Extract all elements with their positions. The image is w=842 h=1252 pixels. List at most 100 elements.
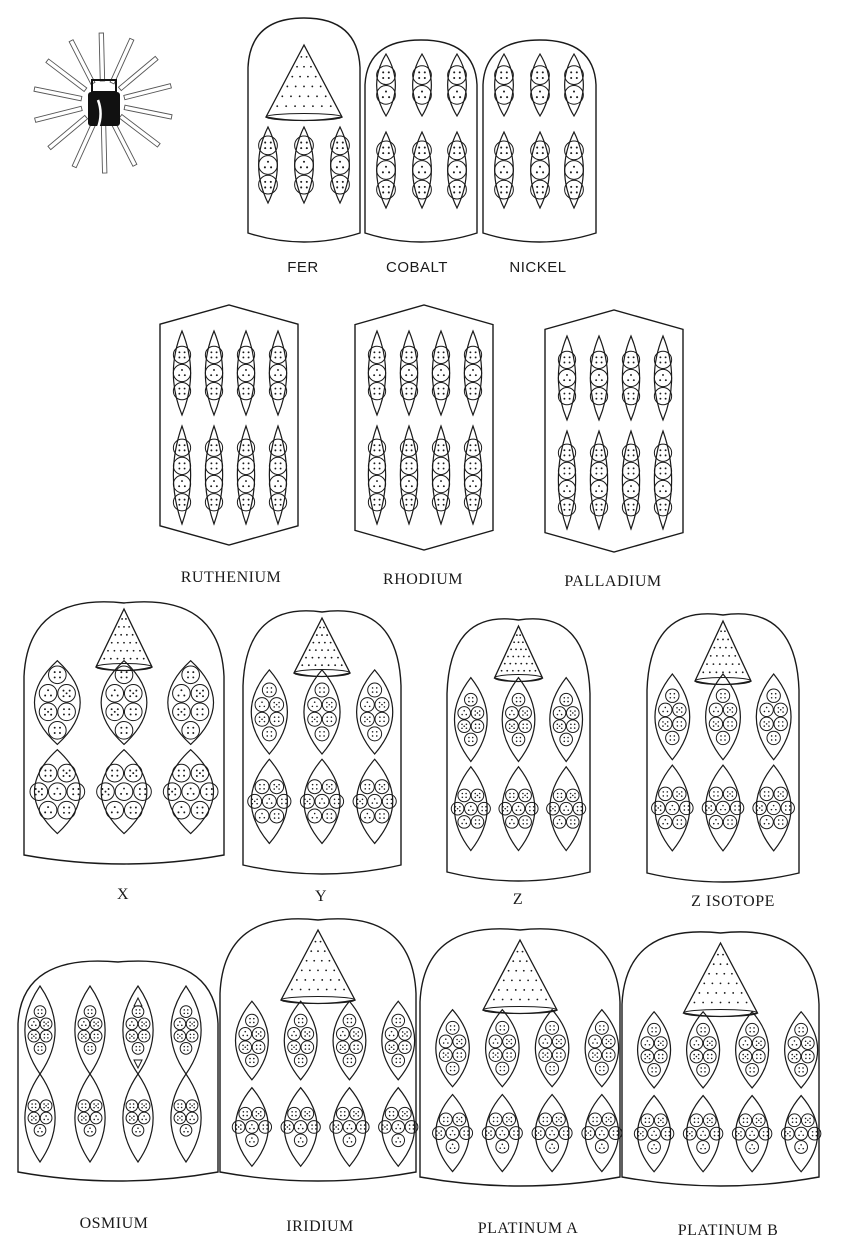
sphere-dot <box>598 1147 601 1150</box>
lens-group <box>236 329 256 417</box>
label-rhodium: RHODIUM <box>383 571 463 588</box>
sphere-dot <box>560 727 563 730</box>
lens-group <box>34 659 81 746</box>
sphere-dot <box>251 1137 253 1139</box>
sphere-dot <box>269 141 272 144</box>
sphere-dot <box>662 721 664 723</box>
sphere <box>181 721 200 740</box>
sphere-dot <box>535 96 538 99</box>
sphere-dot <box>502 805 504 808</box>
sphere-dot <box>500 76 503 80</box>
sphere-dot <box>33 1117 35 1119</box>
sphere-dot <box>418 191 421 194</box>
sphere-dot <box>44 774 47 777</box>
sphere-dot <box>556 723 559 726</box>
sphere-dot <box>646 1055 649 1058</box>
sphere-dot <box>274 387 277 390</box>
sphere-dot <box>274 449 277 452</box>
sphere-dot <box>453 1065 456 1068</box>
sphere-dot <box>405 467 408 470</box>
sphere-dot <box>664 706 667 709</box>
sphere-dot <box>40 788 43 790</box>
sphere-dot <box>364 716 366 718</box>
sphere-dot <box>568 392 571 395</box>
atom-y <box>242 610 402 875</box>
sphere-dot <box>669 692 672 695</box>
sphere-dot <box>408 369 410 371</box>
funnel-dot <box>324 656 327 659</box>
sphere <box>621 387 641 406</box>
sphere <box>391 1120 406 1134</box>
sphere <box>463 493 483 512</box>
sphere-dot <box>245 369 247 371</box>
sphere-dot <box>137 1127 139 1130</box>
sphere-dot <box>476 712 479 714</box>
sphere-dot <box>31 1033 33 1036</box>
sphere-dot <box>323 802 326 804</box>
lens-group <box>74 1072 106 1164</box>
sphere-dot <box>808 1053 811 1056</box>
sphere-dot <box>713 791 715 793</box>
sphere <box>751 1036 766 1051</box>
sphere-dot <box>651 1027 653 1029</box>
sphere-dot <box>189 1037 192 1039</box>
sphere-dot <box>575 185 578 188</box>
sphere-dot <box>535 1130 538 1132</box>
sphere-dot <box>500 152 503 155</box>
sphere-dot <box>576 809 579 812</box>
sphere <box>759 716 774 732</box>
sphere-dot <box>274 356 277 359</box>
sphere-dot <box>388 1044 391 1047</box>
sphere-dot <box>333 1124 335 1126</box>
funnel-dot <box>521 950 524 953</box>
sphere-dot <box>297 1017 300 1020</box>
sphere-dot <box>553 1133 556 1136</box>
sphere-dot <box>567 809 570 812</box>
sphere-dot <box>392 1034 395 1037</box>
sphere-dot <box>676 721 679 723</box>
sphere-dot <box>373 351 376 354</box>
sphere <box>83 1005 97 1018</box>
lens-group <box>584 1093 620 1173</box>
sphere-dot <box>478 714 481 716</box>
sphere-dot <box>655 1147 657 1150</box>
sphere-dot <box>364 705 366 708</box>
funnel-dot <box>531 662 534 665</box>
sphere-dot <box>510 1042 513 1045</box>
sphere <box>125 1017 139 1031</box>
sphere <box>269 779 285 795</box>
label-platinum-b: PLATINUM B <box>677 1222 779 1239</box>
sphere <box>204 474 224 494</box>
sphere-dot <box>504 807 507 810</box>
sphere-dot <box>43 1033 46 1036</box>
funnel-dot <box>720 630 722 633</box>
sphere-dot <box>399 1021 401 1024</box>
sphere-dot <box>627 356 630 359</box>
sphere-dot <box>526 723 528 726</box>
sphere-dot <box>453 1029 456 1031</box>
sphere-dot <box>183 708 186 711</box>
sphere-dot <box>612 1130 615 1132</box>
sphere <box>457 815 472 829</box>
funnel-dot <box>535 979 538 982</box>
sphere-dot <box>168 788 171 790</box>
lens-group <box>303 758 341 845</box>
sphere-dot <box>686 1134 689 1137</box>
sphere-dot <box>644 1121 647 1124</box>
sphere-dot <box>381 96 384 99</box>
sphere-dot <box>536 152 539 155</box>
sphere-dot <box>120 726 123 729</box>
sphere-dot <box>183 694 186 697</box>
sphere-dot <box>371 687 374 689</box>
sphere <box>431 493 451 512</box>
sphere-dot <box>499 96 502 99</box>
sphere-dot <box>503 1147 506 1150</box>
sphere-dot <box>575 76 578 80</box>
sphere <box>39 1111 53 1125</box>
sphere-dot <box>90 1049 93 1051</box>
sphere-dot <box>508 723 511 726</box>
sphere <box>564 160 584 180</box>
sphere-dot <box>87 1009 90 1011</box>
lens-group <box>621 429 641 531</box>
sphere-dot <box>111 769 114 772</box>
